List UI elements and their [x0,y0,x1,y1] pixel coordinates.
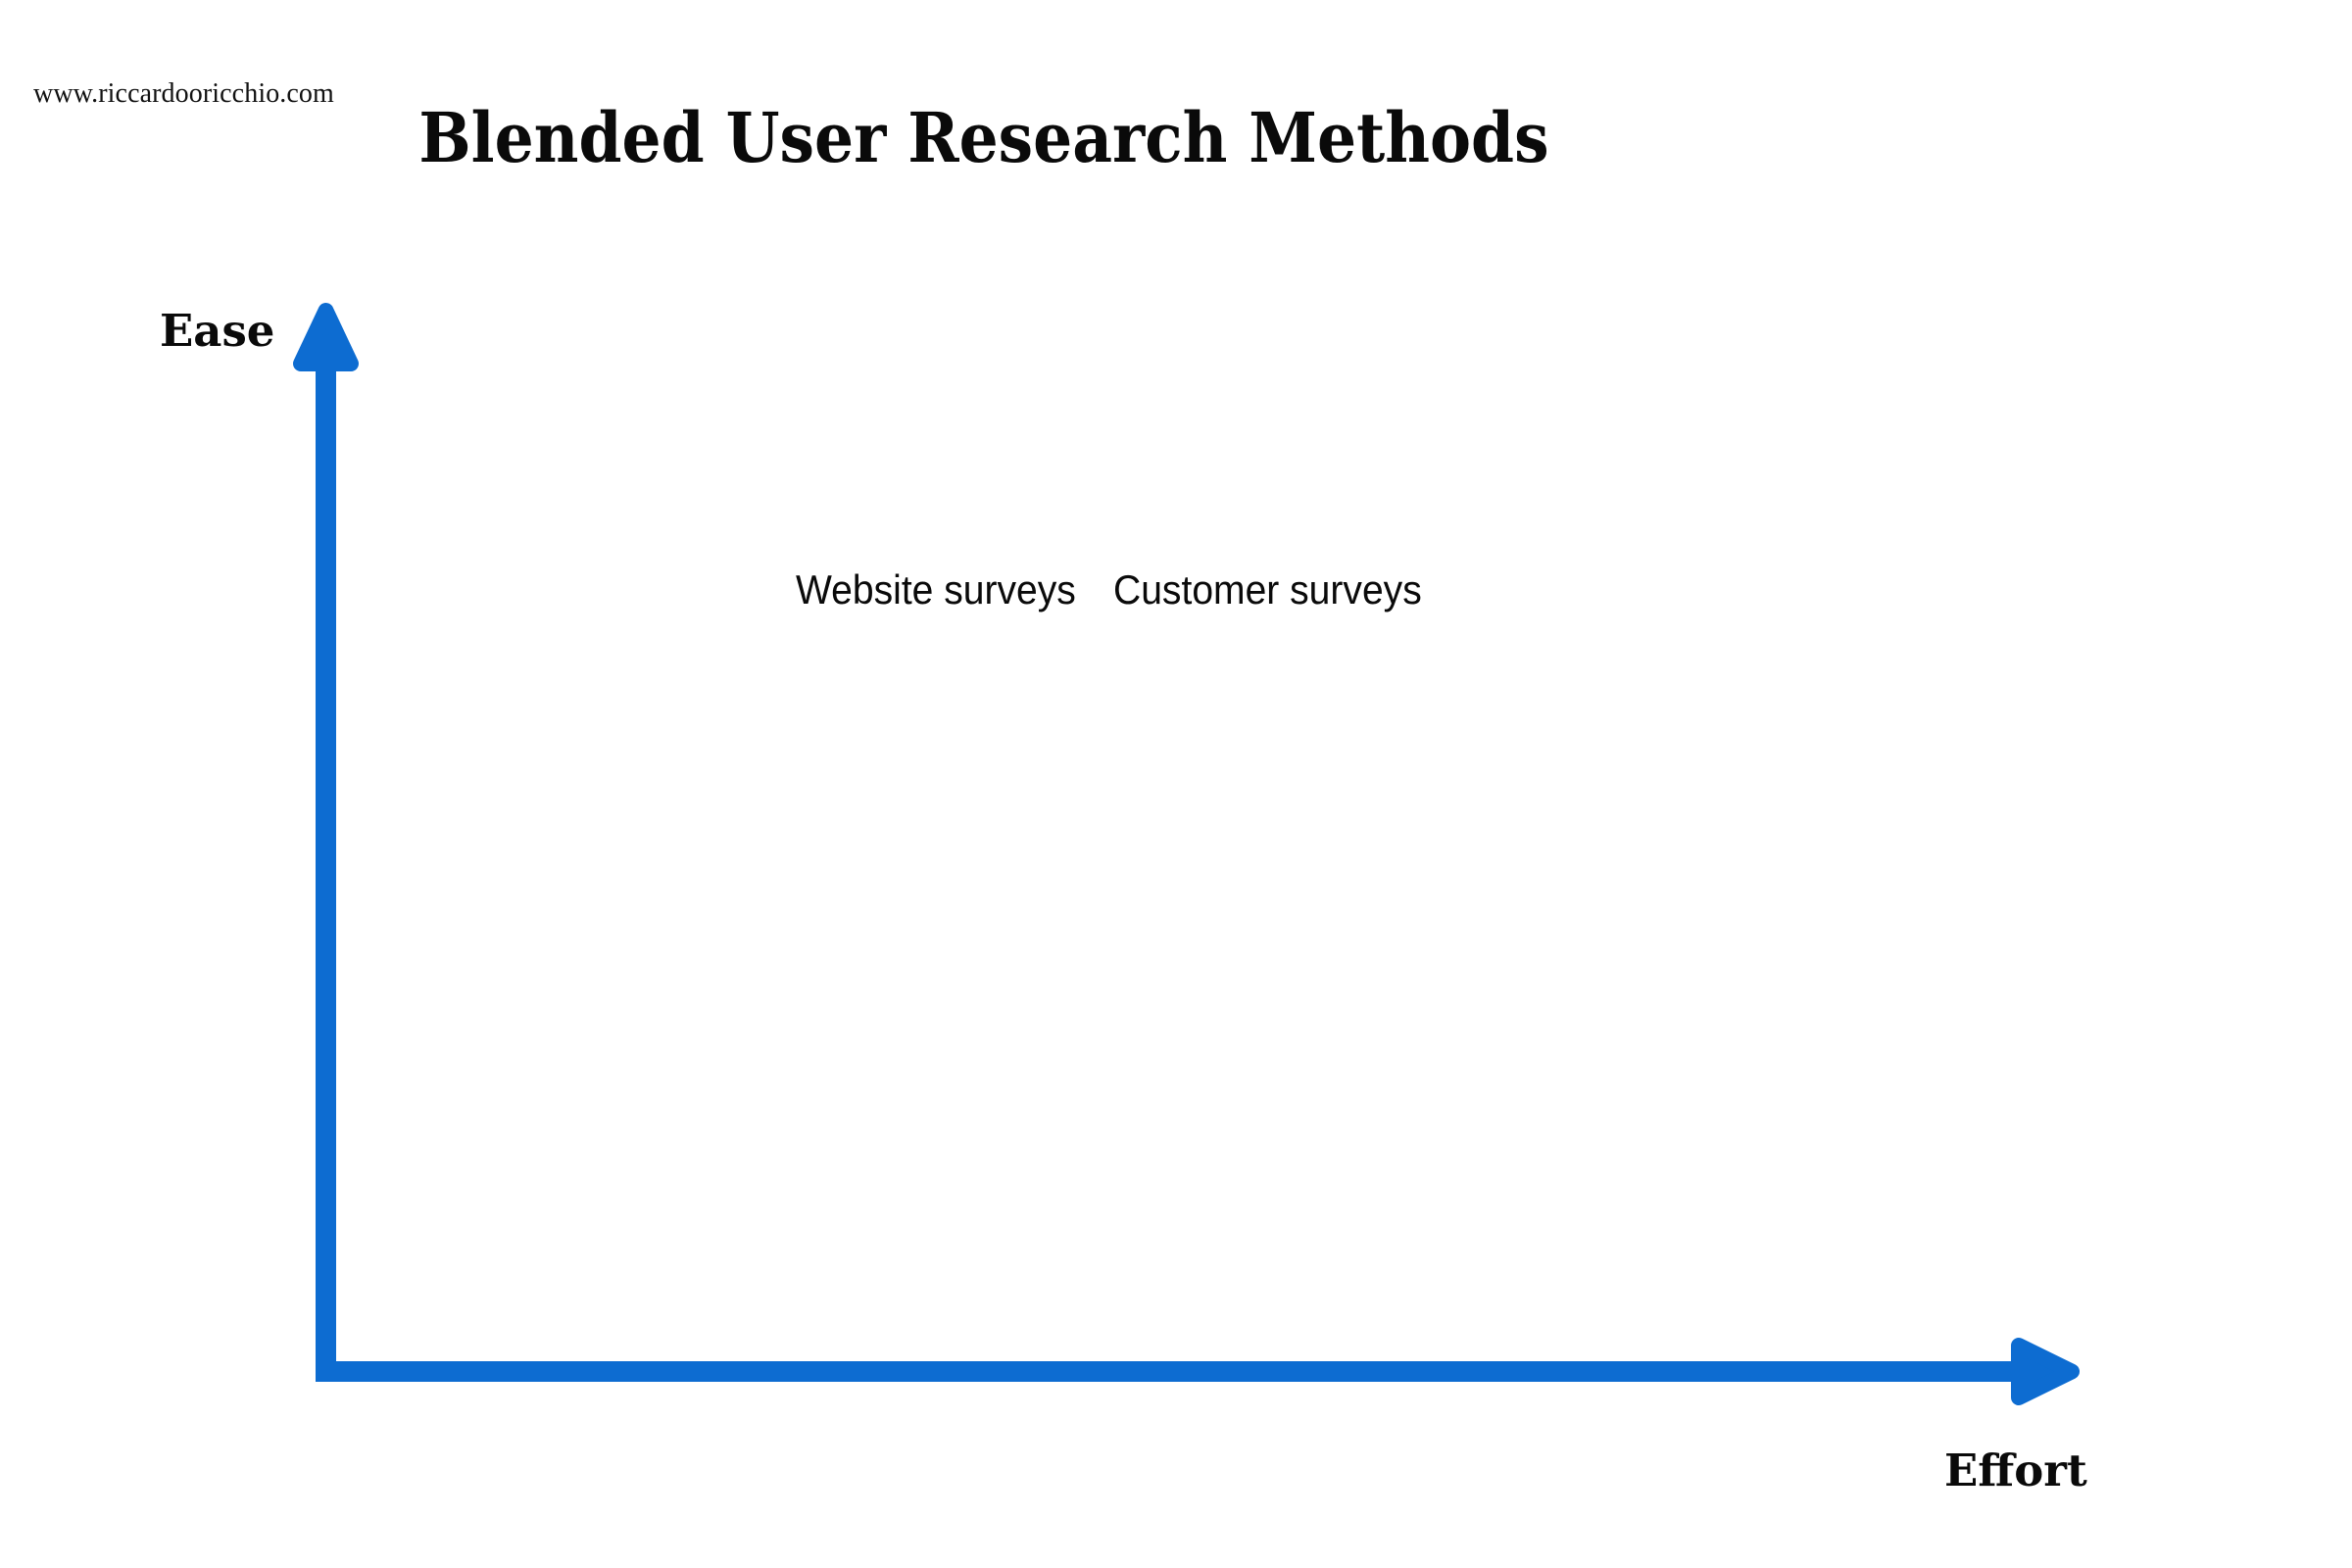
method-label-customer-surveys: Customer surveys [1113,566,1423,612]
x-axis-label: Effort [1944,1445,2087,1496]
method-label-group: Website surveys Customer surveys [796,566,1446,613]
x-axis-shaft [316,1361,2050,1382]
arrow-up-icon [293,303,359,371]
y-axis-label: Ease [160,305,275,357]
y-axis-shaft [316,333,336,1382]
y-axis-arrow [293,303,359,1382]
method-label-website-surveys: Website surveys [796,566,1076,612]
arrow-right-icon [2011,1338,2080,1405]
page-title: Blended User Research Methods [418,97,1549,178]
x-axis-arrow [316,1338,2080,1405]
watermark-url: www.riccardooricchio.com [33,78,334,109]
